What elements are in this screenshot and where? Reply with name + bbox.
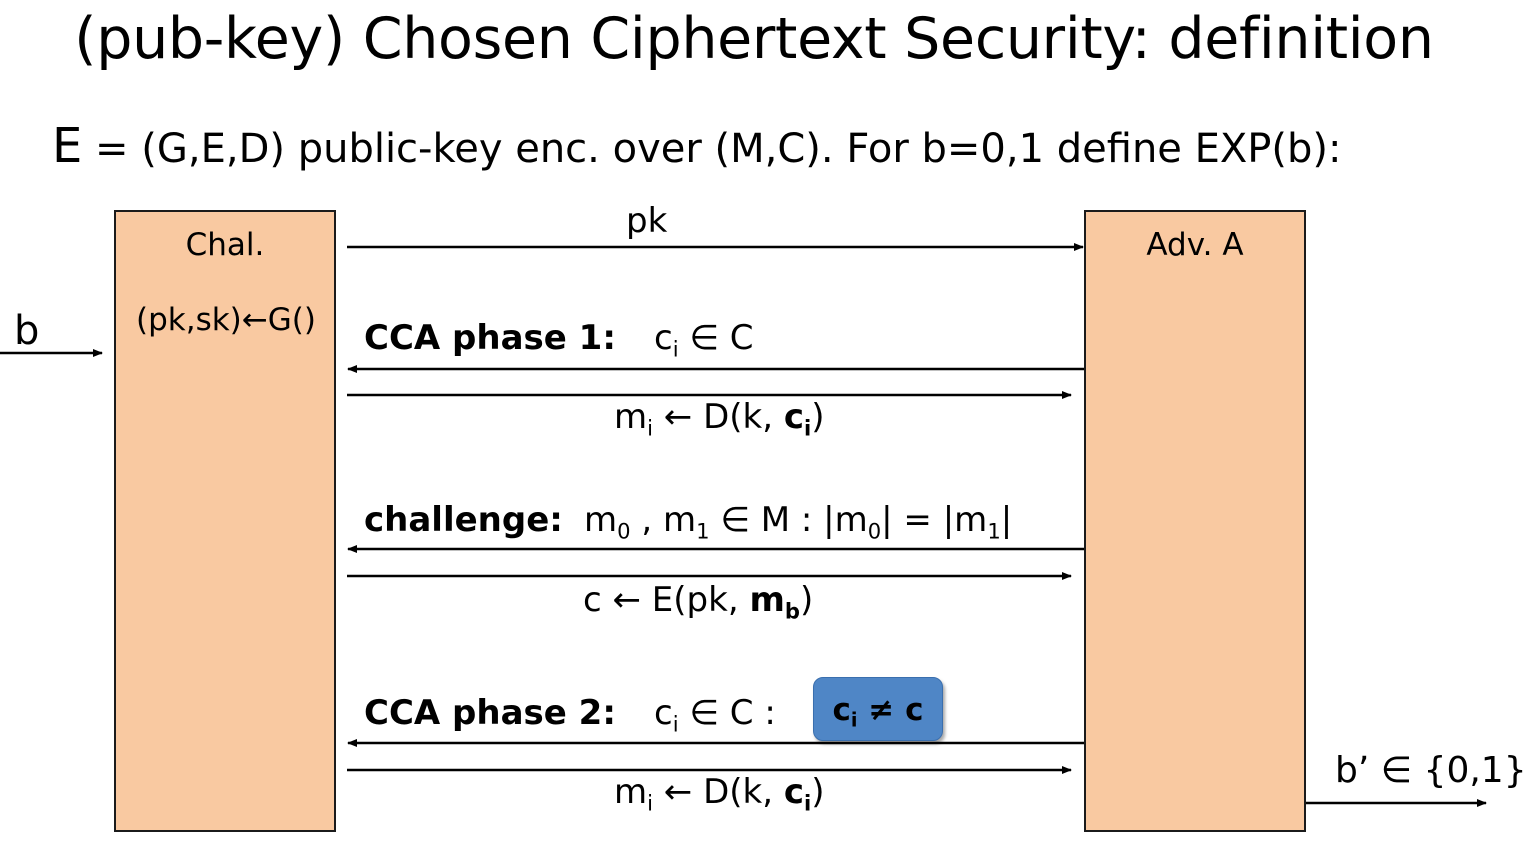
pk-label: pk	[626, 201, 668, 241]
phase1-reply: mi ← D(k, ci)	[614, 397, 825, 441]
phase1-query: ci ∈ C	[654, 318, 754, 362]
challenge-label: challenge:	[364, 500, 563, 540]
phase2-reply: mi ← D(k, ci)	[614, 772, 825, 816]
input-b-label: b	[14, 308, 40, 354]
adversary-box	[1084, 210, 1306, 832]
challenger-box	[114, 210, 336, 832]
phase1-label: CCA phase 1:	[364, 318, 616, 358]
adversary-output: b’ ∈ {0,1}	[1335, 750, 1527, 791]
phase2-label: CCA phase 2:	[364, 693, 616, 733]
keygen-step: (pk,sk)←G()	[136, 302, 316, 338]
scheme-symbol: E	[52, 118, 83, 174]
scheme-definition-text: = (G,E,D) public-key enc. over (M,C). Fo…	[82, 126, 1342, 172]
adversary-label: Adv. A	[1146, 227, 1244, 263]
slide-title: (pub-key) Chosen Ciphertext Security: de…	[74, 6, 1434, 72]
challenge-query: m0 , m1 ∈ M : |m0| = |m1|	[584, 500, 1013, 544]
phase2-query: ci ∈ C :	[654, 693, 776, 737]
constraint-callout: ci ≠ c	[813, 677, 943, 741]
challenge-reply: c ← E(pk, mb)	[583, 580, 814, 624]
challenger-label: Chal.	[185, 227, 265, 263]
scheme-definition: E = (G,E,D) public-key enc. over (M,C). …	[52, 118, 1342, 174]
